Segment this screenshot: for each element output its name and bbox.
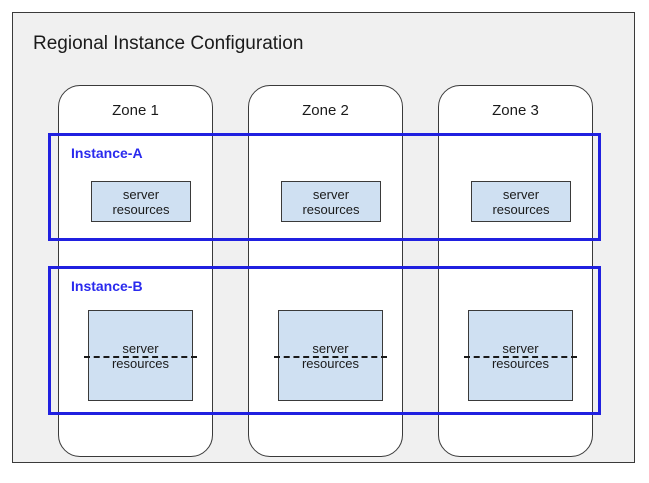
instance-band-a[interactable]: Instance-A server resources server resou…	[48, 133, 601, 241]
resource-line-1: server	[502, 340, 539, 356]
zone-label-3: Zone 3	[492, 102, 539, 119]
resource-box-a-zone1[interactable]: server resources	[91, 181, 191, 222]
resource-box-b-zone2[interactable]: server resources	[274, 310, 387, 401]
resource-line-1: server	[502, 186, 540, 202]
resource-box-b-zone3[interactable]: server resources	[464, 310, 577, 401]
resource-line-2: resources	[302, 201, 360, 217]
zone-label-1: Zone 1	[112, 102, 159, 119]
resource-line-2: resources	[111, 355, 170, 371]
resource-split-dashed-line	[84, 355, 197, 358]
resource-split-dashed-line	[274, 355, 387, 358]
resource-box-a-zone3-text: server resources	[492, 187, 549, 217]
instance-label-b: Instance-B	[71, 278, 143, 294]
resource-box-a-zone2[interactable]: server resources	[281, 181, 381, 222]
region-panel: Regional Instance Configuration Zone 1 Z…	[12, 12, 635, 463]
resource-line-2: resources	[492, 201, 550, 217]
resource-line-2: resources	[301, 355, 360, 371]
resource-line-2: resources	[491, 355, 550, 371]
instance-band-b[interactable]: Instance-B server resources server resou…	[48, 266, 601, 415]
page-title: Regional Instance Configuration	[33, 33, 304, 54]
zone-label-2: Zone 2	[302, 102, 349, 119]
resource-split-dashed-line	[464, 355, 577, 358]
instance-label-a: Instance-A	[71, 145, 143, 161]
resource-line-1: server	[122, 186, 160, 202]
resource-line-1: server	[122, 340, 159, 356]
resource-line-1: server	[312, 186, 350, 202]
resource-line-2: resources	[112, 201, 170, 217]
resource-box-b-zone1-text: server resources	[112, 341, 169, 371]
resource-box-a-zone2-text: server resources	[302, 187, 359, 217]
resource-box-a-zone3[interactable]: server resources	[471, 181, 571, 222]
resource-line-1: server	[312, 340, 349, 356]
resource-box-b-zone1[interactable]: server resources	[84, 310, 197, 401]
resource-box-b-zone2-text: server resources	[302, 341, 359, 371]
resource-box-a-zone1-text: server resources	[112, 187, 169, 217]
resource-box-b-zone3-text: server resources	[492, 341, 549, 371]
